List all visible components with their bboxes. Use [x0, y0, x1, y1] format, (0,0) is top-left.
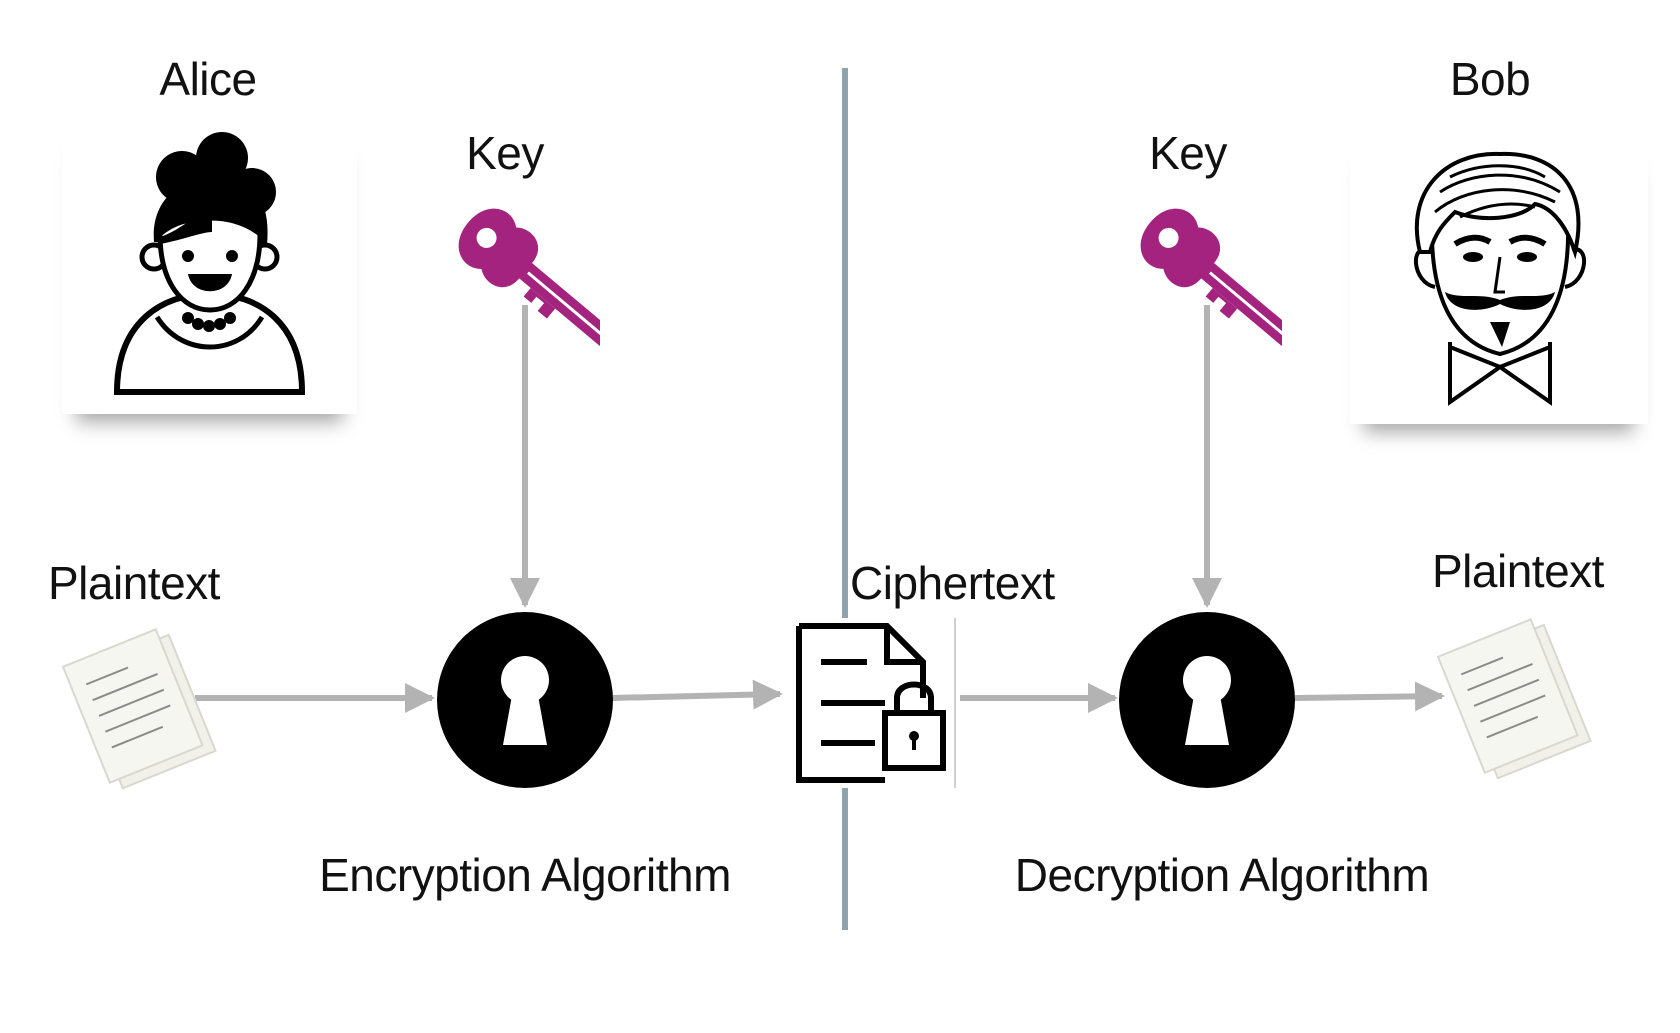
woman-avatar-icon — [113, 132, 306, 395]
left-key-icon — [458, 208, 600, 346]
bob-card — [1350, 132, 1648, 424]
left-plaintext-document-icon — [61, 628, 217, 790]
bob-name-label: Bob — [1449, 53, 1531, 105]
ciphertext-label: Ciphertext — [850, 557, 1055, 609]
left-key-label: Key — [466, 127, 544, 179]
decryption-algorithm-label: Decryption Algorithm — [1014, 849, 1430, 901]
right-key-label: Key — [1149, 127, 1227, 179]
encrypt-to-ciphertext-arrow — [611, 679, 783, 710]
right-plaintext-label: Plaintext — [1432, 545, 1604, 597]
alice-name-label: Alice — [159, 53, 257, 105]
alice-card — [62, 122, 357, 414]
ciphertext-box — [785, 618, 957, 788]
man-avatar-icon — [1413, 151, 1587, 406]
encrypted-document-icon — [796, 618, 956, 788]
encryption-algorithm-label: Encryption Algorithm — [319, 849, 731, 901]
encryption-lock-icon — [437, 612, 613, 788]
decrypt-to-plaintext-arrow — [1294, 681, 1445, 712]
decryption-lock-icon — [1119, 612, 1295, 788]
right-plaintext-document-icon — [1436, 618, 1592, 780]
right-key-icon — [1140, 208, 1282, 346]
left-plaintext-label: Plaintext — [48, 557, 220, 609]
